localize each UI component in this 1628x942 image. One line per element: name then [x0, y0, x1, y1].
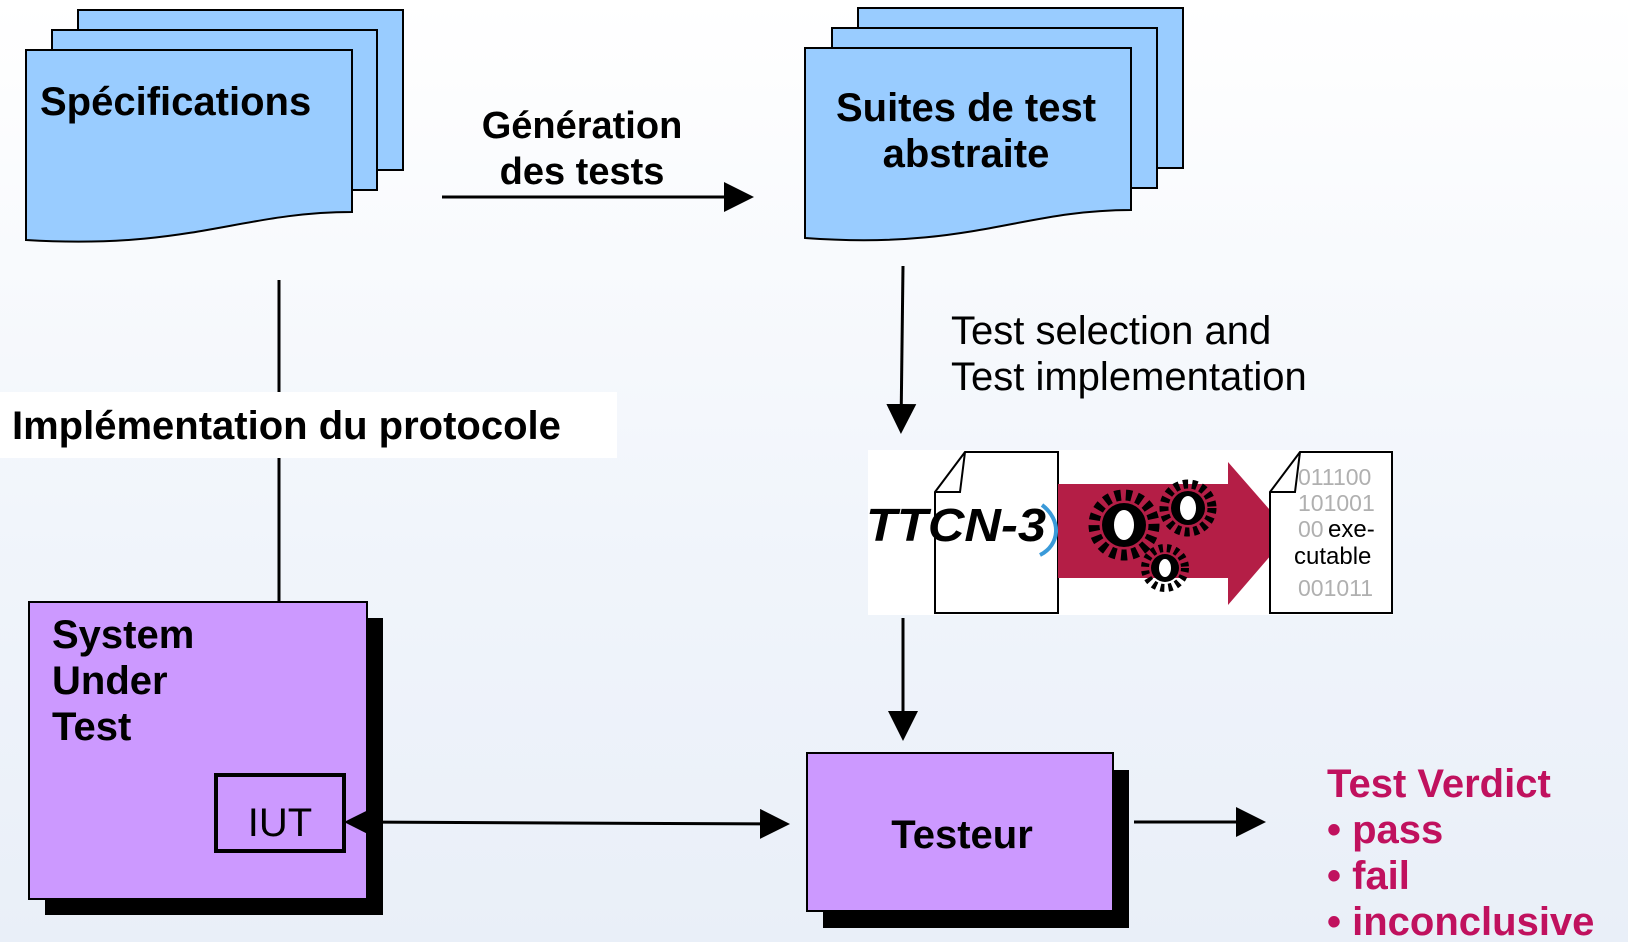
test-verdict-list: Test Verdict • pass • fail • inconclusiv…: [1327, 762, 1594, 942]
suites-label-line2: abstraite: [883, 132, 1050, 176]
suites-label-line1: Suites de test: [836, 86, 1096, 130]
gear-icon: [1159, 479, 1217, 537]
executable-document: [1269, 451, 1393, 614]
sut-label-line2: Under: [52, 659, 168, 703]
binary-line-5: 001011: [1298, 575, 1373, 601]
ttcn-source-fold: [935, 451, 966, 493]
verdict-item-fail: • fail: [1327, 854, 1410, 898]
binary-line-2: 101001: [1298, 490, 1375, 516]
binary-line-3: 00: [1298, 516, 1324, 542]
implementation-label: Implémentation du protocole: [12, 404, 561, 448]
ttcn3-logo-text: TTCN-3: [866, 499, 1046, 551]
gear-icon: [1141, 544, 1189, 592]
iut-box: [214, 773, 346, 853]
iut-label: IUT: [248, 801, 312, 845]
ttcn3-logo-swoosh: [1038, 503, 1058, 557]
abstract-test-suites-document-stack: Suites de test abstraite: [804, 7, 1184, 242]
iut-tester-bidirectional-arrow: [344, 807, 790, 839]
tester-box: Testeur: [806, 752, 1129, 928]
binary-line-1: 011100: [1298, 464, 1371, 490]
verdict-title: Test Verdict: [1327, 762, 1551, 806]
specifications-label: Spécifications: [40, 80, 311, 124]
test-selection-line2: Test implementation: [951, 355, 1307, 399]
verdict-item-pass: • pass: [1327, 808, 1443, 852]
tester-label: Testeur: [891, 813, 1033, 857]
specifications-document-stack: Spécifications: [25, 9, 404, 243]
system-under-test-box: System Under Test: [28, 601, 383, 915]
executable-label-line2: cutable: [1294, 543, 1371, 570]
test-selection-line1: Test selection and: [951, 309, 1271, 353]
spec-page-front: [25, 49, 353, 243]
sut-label-line1: System: [52, 613, 194, 657]
gear-icon: [1088, 489, 1160, 561]
suites-to-ttcn-arrow: [886, 265, 917, 434]
generation-label-line1: Génération: [482, 105, 683, 147]
verdict-item-inconclusive: • inconclusive: [1327, 900, 1594, 942]
implementation-label-box: [0, 392, 617, 458]
executable-fold: [1270, 451, 1301, 493]
suites-page-front: [804, 47, 1132, 242]
ttcn3-compilation-graphic: TTCN-3 011100 101001 00 001011 exe- cuta…: [866, 450, 1393, 615]
tester-body: [806, 752, 1114, 912]
executable-label-line1: exe-: [1328, 516, 1375, 543]
sut-label-line3: Test: [52, 705, 131, 749]
generation-label-line2: des tests: [500, 151, 665, 193]
